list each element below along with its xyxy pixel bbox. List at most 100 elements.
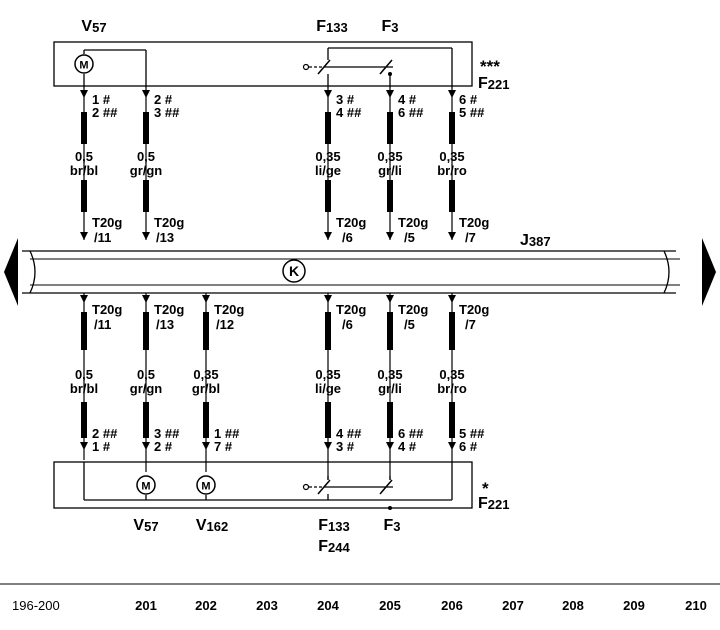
connector-pin: /13 (156, 230, 174, 245)
right-arrow-icon[interactable] (702, 238, 716, 306)
wire-color: br/bl (70, 381, 98, 396)
wire-color: gr/gn (130, 381, 163, 396)
wire-size: 0,35 (439, 149, 464, 164)
connector-label: T20g (398, 215, 428, 230)
wire-pin: 2 ## (92, 426, 118, 441)
bottom-marker: * (482, 479, 489, 498)
svg-text:M: M (201, 481, 210, 493)
wire-color: gr/li (378, 381, 402, 396)
top-wires (81, 88, 455, 240)
connector-pin: /7 (465, 230, 476, 245)
scale-label: 201 (135, 598, 157, 613)
wire-size: 0,5 (137, 149, 155, 164)
scale-label: 203 (256, 598, 278, 613)
connector-pin: /13 (156, 317, 174, 332)
wire-size: 0,5 (75, 149, 93, 164)
scale-label: 202 (195, 598, 217, 613)
bottom-label-v57: V57 (133, 517, 158, 534)
top-wire-labels: 1 # 2 ## 2 # 3 ## 3 # 4 ## 4 # 6 ## 6 # … (70, 92, 489, 245)
connector-label: T20g (92, 215, 122, 230)
top-wire-arrows (80, 90, 456, 240)
wire-pin: 3 # (336, 439, 355, 454)
left-arrow-icon[interactable] (4, 238, 18, 306)
wire-pin: 4 # (398, 439, 417, 454)
connector-pin: /5 (404, 230, 415, 245)
wire-pin: 2 # (154, 439, 173, 454)
bottom-label-f3: F3 (383, 517, 400, 534)
control-unit-bus (22, 250, 680, 294)
wire-pin: 5 ## (459, 105, 485, 120)
wire-size: 0,35 (315, 367, 340, 382)
scale-label: 196-200 (12, 598, 60, 613)
bottom-motor-v162: M (196, 475, 216, 495)
control-unit-symbol: K (282, 259, 306, 283)
wire-pin: 6 ## (398, 426, 424, 441)
wire-size: 0,35 (439, 367, 464, 382)
wire-pin: 2 ## (92, 105, 118, 120)
wire-pin: 3 ## (154, 105, 180, 120)
top-label-f221: F221 (478, 75, 509, 92)
bottom-switch-f133-f3 (302, 476, 393, 510)
wire-color: li/ge (315, 163, 341, 178)
connector-pin: /11 (94, 230, 111, 245)
control-unit-label: J387 (520, 232, 551, 249)
wire-pin: 6 ## (398, 105, 424, 120)
connector-pin: /6 (342, 230, 353, 245)
wire-pin: 3 ## (154, 426, 180, 441)
connector-pin: /6 (342, 317, 353, 332)
top-label-v57: V57 (81, 18, 106, 35)
bottom-label-v162: V162 (196, 517, 228, 534)
connector-label: T20g (214, 302, 244, 317)
wire-pin: 7 # (214, 439, 233, 454)
wire-pin: 6 # (459, 439, 478, 454)
connector-label: T20g (459, 215, 489, 230)
wire-size: 0,35 (315, 149, 340, 164)
bottom-motor-v57: M (136, 475, 156, 495)
top-label-f3: F3 (381, 18, 398, 35)
connector-label: T20g (459, 302, 489, 317)
wire-size: 0,35 (193, 367, 218, 382)
bottom-label-f221: F221 (478, 495, 509, 512)
wire-pin: 1 # (92, 92, 111, 107)
wire-size: 0,35 (377, 149, 402, 164)
wire-pin: 5 ## (459, 426, 485, 441)
connector-pin: /7 (465, 317, 476, 332)
wire-pin: 3 # (336, 92, 355, 107)
svg-text:K: K (289, 263, 299, 279)
connector-label: T20g (336, 302, 366, 317)
bottom-internal-wiring (83, 462, 453, 501)
wire-color: li/ge (315, 381, 341, 396)
motor-icon (136, 475, 156, 495)
scale-labels: 196-200 201 202 203 204 205 206 207 208 … (12, 598, 707, 613)
motor-icon-label: M (79, 60, 88, 72)
wire-color: br/bl (70, 163, 98, 178)
bottom-wire-labels: T20g /11 T20g /13 T20g /12 T20g /6 T20g … (70, 302, 489, 454)
scale-label: 205 (379, 598, 401, 613)
wire-size: 0,35 (377, 367, 402, 382)
motor-icon (74, 54, 94, 74)
connector-label: T20g (154, 302, 184, 317)
connector-pin: /12 (216, 317, 234, 332)
scale-label: 210 (685, 598, 707, 613)
top-marker: *** (480, 57, 500, 76)
bottom-wire-arrows (80, 295, 456, 450)
scale-label: 208 (562, 598, 584, 613)
wire-color: br/ro (437, 381, 467, 396)
connector-label: T20g (398, 302, 428, 317)
wire-color: gr/bl (192, 381, 220, 396)
svg-text:M: M (141, 481, 150, 493)
connector-pin: /5 (404, 317, 415, 332)
connector-pin: /11 (94, 317, 111, 332)
wire-pin: 1 ## (214, 426, 240, 441)
bottom-label-f133: F133 (318, 517, 349, 534)
top-label-f133: F133 (316, 18, 347, 35)
bottom-component-box (53, 461, 473, 509)
bottom-label-f244: F244 (318, 538, 350, 555)
scale-label: 206 (441, 598, 463, 613)
scale-label: 207 (502, 598, 524, 613)
wire-pin: 4 ## (336, 105, 362, 120)
connector-label: T20g (154, 215, 184, 230)
wire-size: 0,5 (75, 367, 93, 382)
wire-pin: 4 ## (336, 426, 362, 441)
